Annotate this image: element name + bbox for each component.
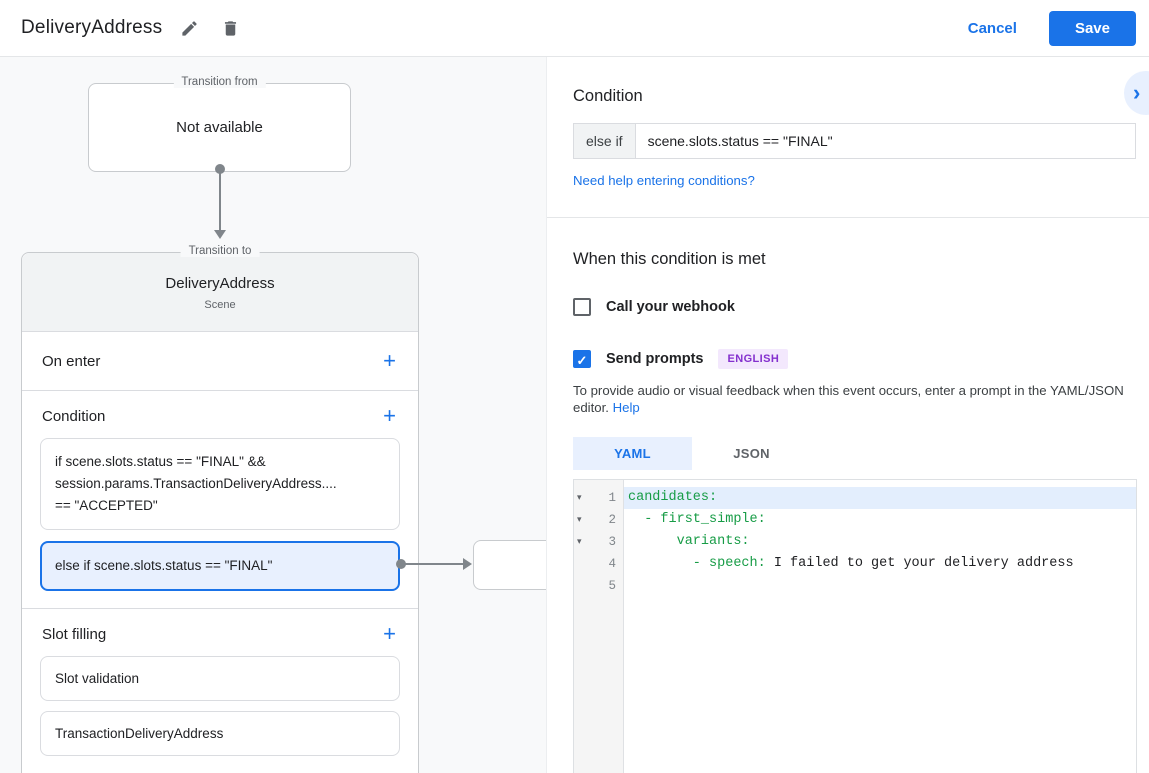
line-number: 2 — [608, 513, 616, 527]
line-number: 3 — [608, 535, 616, 549]
webhook-checkbox-row: Call your webhook — [573, 298, 1136, 316]
fold-arrow-icon[interactable]: ▾ — [577, 515, 582, 525]
editor-format-tabs: YAML JSON — [573, 437, 1136, 470]
condition-if-line2: session.params.TransactionDeliveryAddres… — [55, 476, 337, 491]
check-icon: ✓ — [576, 353, 588, 368]
code-line-4[interactable]: - speech: I failed to get your delivery … — [624, 553, 1136, 575]
editor-gutter: ▾ 1 ▾ 2 ▾ 3 4 — [574, 480, 624, 773]
code-line-5[interactable] — [624, 575, 1136, 597]
connector-vertical-line — [219, 169, 221, 231]
yaml-key: - first_simple: — [628, 512, 766, 527]
cancel-button[interactable]: Cancel — [952, 12, 1033, 45]
yaml-key: candidates: — [628, 490, 718, 505]
elseif-connector-line — [405, 563, 464, 565]
add-on-enter-button[interactable]: + — [383, 348, 396, 373]
prompt-hint-text: To provide audio or visual feedback when… — [573, 383, 1124, 415]
on-enter-label: On enter — [42, 352, 101, 370]
slot-transaction-delivery-address-box[interactable]: TransactionDeliveryAddress — [40, 711, 400, 756]
elseif-connector-dot — [396, 559, 406, 569]
page-title: DeliveryAddress — [21, 17, 163, 38]
transition-to-legend: Transition to — [180, 245, 260, 257]
transition-from-content: Not available — [176, 119, 263, 136]
condition-section-head: Condition + — [22, 403, 418, 428]
gutter-row: ▾ 1 — [574, 487, 623, 509]
scene-card: Transition to DeliveryAddress Scene On e… — [21, 245, 419, 773]
condition-label: Condition — [42, 407, 106, 425]
tab-json[interactable]: JSON — [733, 446, 770, 461]
send-prompts-checkbox[interactable]: ✓ — [573, 350, 591, 368]
call-webhook-checkbox[interactable] — [573, 298, 591, 316]
condition-expression-input[interactable]: scene.slots.status == "FINAL" — [647, 133, 833, 149]
gutter-row: 4 — [574, 553, 623, 575]
collapse-panel-button[interactable]: › — [1124, 71, 1149, 115]
language-badge: ENGLISH — [718, 349, 789, 369]
scene-graph-canvas: Transition from Not available Transition… — [0, 57, 546, 773]
top-bar: DeliveryAddress Cancel Save — [0, 0, 1149, 57]
condition-if-box[interactable]: if scene.slots.status == "FINAL" && sess… — [40, 438, 400, 530]
prompt-help-link[interactable]: Help — [612, 400, 640, 415]
delete-scene-button[interactable] — [217, 15, 244, 42]
tab-yaml[interactable]: YAML — [573, 437, 692, 470]
gutter-row: 5 — [574, 575, 623, 597]
save-button[interactable]: Save — [1048, 10, 1136, 46]
pencil-icon — [182, 20, 197, 36]
when-condition-heading: When this condition is met — [573, 250, 766, 268]
condition-detail-panel: › Condition else if scene.slots.status =… — [546, 57, 1149, 773]
slot-filling-head: Slot filling + — [22, 621, 418, 646]
transition-from-legend: Transition from — [173, 76, 266, 88]
line-number: 5 — [608, 579, 616, 593]
yaml-value: I failed to get your delivery address — [765, 556, 1074, 571]
yaml-key: - speech: — [628, 556, 766, 571]
transition-from-box: Transition from Not available — [88, 76, 351, 172]
scene-card-title: DeliveryAddress — [165, 275, 275, 292]
slot-filling-label: Slot filling — [42, 625, 107, 643]
code-line-2[interactable]: - first_simple: — [624, 509, 1136, 531]
panel-divider — [547, 217, 1149, 218]
line-number: 1 — [608, 491, 616, 505]
connector-down-arrow-icon — [214, 230, 226, 239]
fold-arrow-icon[interactable]: ▾ — [577, 493, 582, 503]
add-condition-button[interactable]: + — [383, 403, 396, 428]
gutter-row: ▾ 3 — [574, 531, 623, 553]
prompts-checkbox-row: ✓ Send prompts ENGLISH — [573, 349, 1136, 369]
edit-scene-button[interactable] — [176, 15, 203, 42]
condition-heading: Condition — [573, 87, 643, 105]
yaml-key: variants: — [628, 534, 750, 549]
on-enter-section: On enter + — [22, 332, 418, 391]
call-webhook-label: Call your webhook — [606, 299, 735, 315]
scene-card-header[interactable]: DeliveryAddress Scene — [22, 253, 418, 332]
condition-prefix: else if — [574, 124, 636, 158]
gutter-row: ▾ 2 — [574, 509, 623, 531]
conditions-help-link[interactable]: Need help entering conditions? — [573, 173, 755, 188]
slot-filling-section: Slot filling + Slot validation Transacti… — [22, 609, 418, 773]
scene-card-subtitle: Scene — [204, 299, 236, 311]
trash-icon — [225, 20, 237, 36]
condition-if-line1: if scene.slots.status == "FINAL" && — [55, 454, 266, 469]
line-number: 4 — [608, 557, 616, 571]
condition-elseif-text: else if scene.slots.status == "FINAL" — [55, 558, 273, 573]
add-slot-button[interactable]: + — [383, 621, 396, 646]
prompt-hint: To provide audio or visual feedback when… — [573, 382, 1136, 416]
condition-if-line3: == "ACCEPTED" — [55, 498, 158, 513]
condition-elseif-box-selected[interactable]: else if scene.slots.status == "FINAL" — [40, 541, 400, 591]
send-prompts-label: Send prompts — [606, 351, 704, 367]
condition-expression-row: else if scene.slots.status == "FINAL" — [573, 123, 1136, 159]
code-line-3[interactable]: variants: — [624, 531, 1136, 553]
chevron-right-icon: › — [1133, 80, 1141, 105]
main-split: Transition from Not available Transition… — [0, 57, 1149, 773]
code-line-1[interactable]: candidates: — [624, 487, 1136, 509]
elseif-connector-right-arrow-icon — [463, 558, 472, 570]
slot-validation-box[interactable]: Slot validation — [40, 656, 400, 701]
conditions-help-row: Need help entering conditions? — [573, 172, 1136, 190]
transition-target-node[interactable] — [473, 540, 546, 590]
yaml-code-editor[interactable]: ▾ 1 ▾ 2 ▾ 3 4 — [573, 479, 1137, 773]
condition-section: Condition + if scene.slots.status == "FI… — [22, 391, 418, 609]
editor-code-area[interactable]: candidates: - first_simple: variants: - … — [624, 480, 1136, 773]
fold-arrow-icon[interactable]: ▾ — [577, 537, 582, 547]
